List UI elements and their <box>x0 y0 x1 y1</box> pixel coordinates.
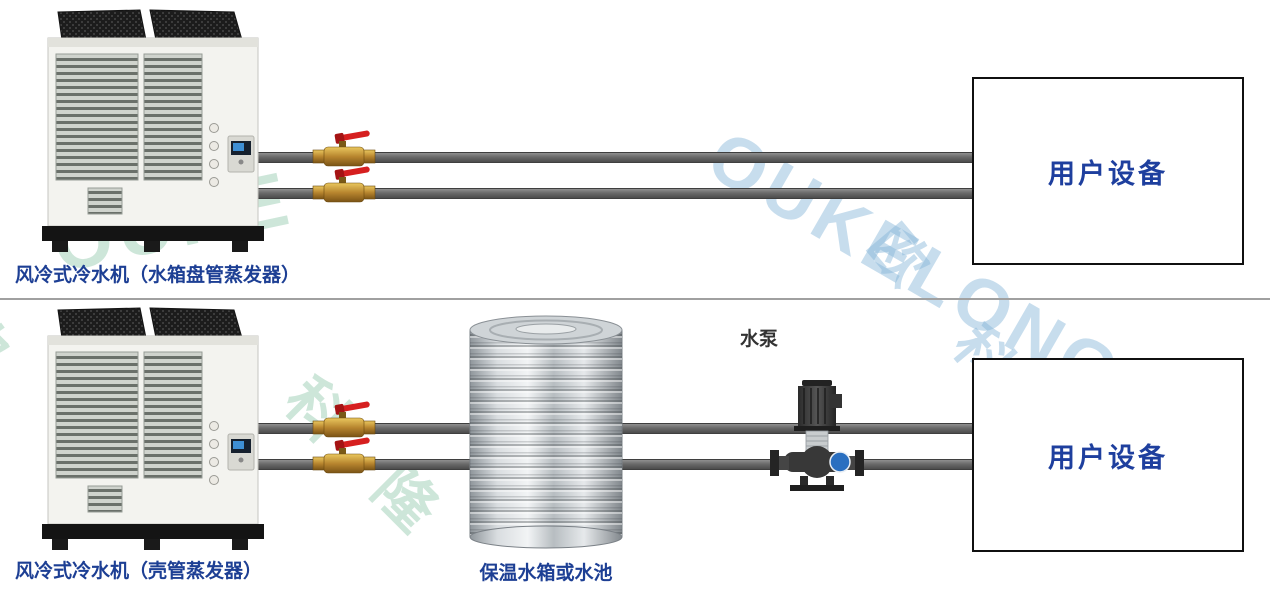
user-equipment-label: 用户设备 <box>1048 442 1168 473</box>
ball-valve-icon <box>312 430 376 474</box>
supply-pipe-top <box>252 152 972 163</box>
chiller-graphic <box>42 9 264 252</box>
chiller-caption-bottom: 风冷式冷水机（壳管蒸发器） <box>15 561 263 582</box>
chiller-caption-top: 风冷式冷水机（水箱盘管蒸发器） <box>15 265 301 286</box>
water-tank-graphic <box>469 315 623 549</box>
pump-caption: 水泵 <box>740 329 779 350</box>
user-equipment-box-top: 用户设备 <box>972 77 1244 265</box>
chiller-image-bottom <box>32 306 272 556</box>
ball-valve-icon <box>312 159 376 203</box>
water-tank-image <box>466 312 626 550</box>
user-equipment-box-bottom: 用户设备 <box>972 358 1244 552</box>
chiller-image-top <box>32 8 272 258</box>
ball-valve-icon <box>312 394 376 438</box>
water-pump-graphic <box>770 380 864 491</box>
user-equipment-label: 用户设备 <box>1048 158 1168 189</box>
section-divider <box>0 298 1270 300</box>
tank-caption: 保温水箱或水池 <box>479 563 613 584</box>
return-pipe-top <box>252 188 972 199</box>
water-pump-image <box>756 380 878 492</box>
chiller-graphic <box>42 307 264 550</box>
ball-valve-icon <box>312 123 376 167</box>
watermark-text: 欧 <box>0 295 20 386</box>
